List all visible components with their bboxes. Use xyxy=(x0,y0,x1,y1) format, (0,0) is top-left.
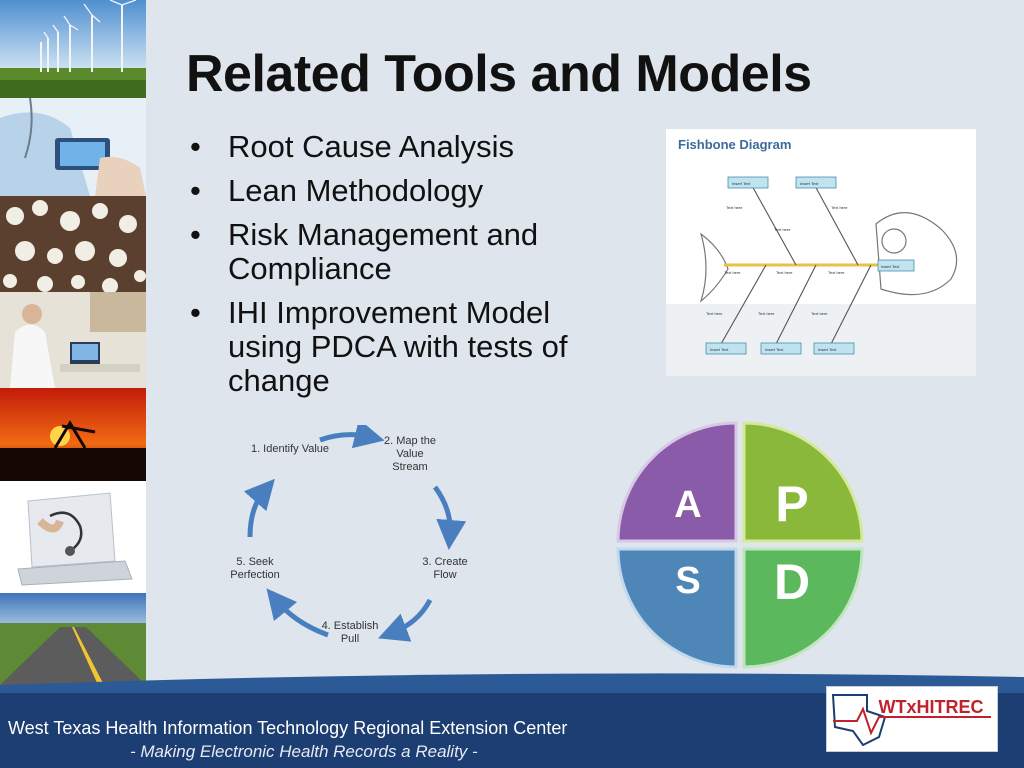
fish-bone-text-2: Text here xyxy=(774,227,791,232)
footer-tagline: - Making Electronic Health Records a Rea… xyxy=(130,742,478,761)
slide-title: Related Tools and Models xyxy=(186,45,812,103)
fish-bone-text-7: Text here xyxy=(706,311,723,316)
photo-strip xyxy=(0,0,146,685)
logo-text: WTxHITREC xyxy=(879,697,984,717)
lean-step-5: 5. Seek Perfection xyxy=(230,556,280,581)
lab-technician-photo xyxy=(0,292,146,388)
fish-bone-text-9: Text here xyxy=(811,311,828,316)
bullet-ihi: IHI Improvement Model using PDCA with te… xyxy=(186,296,626,398)
pdsa-quadrant-s xyxy=(616,547,738,669)
fish-box-5: Insert Text xyxy=(765,347,784,352)
lean-step-1: 1. Identify Value xyxy=(250,443,330,455)
pdsa-letter-s: S xyxy=(675,560,700,602)
fish-bone-text-4: Text here xyxy=(724,270,741,275)
fishbone-title: Fishbone Diagram xyxy=(678,137,792,152)
cotton-field-photo xyxy=(0,196,146,292)
fish-box-1: Insert Text xyxy=(732,181,751,186)
highway-road-photo xyxy=(0,593,146,685)
fish-box-6: Insert Text xyxy=(818,347,837,352)
texas-map-icon: WTxHITREC xyxy=(831,694,991,747)
bullet-list: Root Cause Analysis Lean Methodology Ris… xyxy=(186,130,626,408)
footer-org-name: West Texas Health Information Technology… xyxy=(8,718,568,738)
pdsa-letter-d: D xyxy=(774,554,810,610)
fish-bone-text-1: Text here xyxy=(726,205,743,210)
lean-cycle-arrows xyxy=(243,425,467,642)
fish-bone-text-5: Text here xyxy=(776,270,793,275)
laptop-stethoscope-photo xyxy=(0,481,146,593)
bullet-lean: Lean Methodology xyxy=(186,174,626,209)
pdsa-graphic: A P S D xyxy=(616,421,864,669)
fishbone-diagram: Fishbone Diagram xyxy=(666,129,976,376)
pdsa-letter-a: A xyxy=(674,484,701,526)
pdsa-wheel: A P S D xyxy=(610,415,870,675)
fish-bone-text-6: Text here xyxy=(828,270,845,275)
pdsa-letter-p: P xyxy=(775,476,808,532)
fish-box-2: Insert Text xyxy=(800,181,819,186)
fish-box-4: Insert Text xyxy=(710,347,729,352)
doctor-tablet-photo xyxy=(0,98,146,196)
lean-cycle-diagram: 1. Identify Value 2. Map the Value Strea… xyxy=(220,425,490,670)
bullet-risk: Risk Management and Compliance xyxy=(186,218,626,286)
pdsa-quadrant-d xyxy=(742,547,864,669)
fish-bone-text-8: Text here xyxy=(758,311,775,316)
fishbone-graphic: Insert Text Insert Text Insert Text Inse… xyxy=(666,176,976,376)
sunset-oil-pump-photo xyxy=(0,388,146,481)
pdsa-quadrant-a xyxy=(616,421,738,543)
lean-step-3: 3. Create Flow xyxy=(422,556,468,581)
fish-bone-text-3: Text here xyxy=(831,205,848,210)
bullet-root-cause: Root Cause Analysis xyxy=(186,130,626,165)
fish-box-3: Insert Text xyxy=(881,264,900,269)
pdsa-quadrant-p xyxy=(742,421,864,543)
wind-turbines-photo xyxy=(0,0,146,98)
wtxhitrec-logo: WTxHITREC xyxy=(826,686,998,752)
lean-step-2: 2. Map the Value Stream xyxy=(384,435,436,473)
lean-step-4: 4. Establish Pull xyxy=(321,620,379,645)
